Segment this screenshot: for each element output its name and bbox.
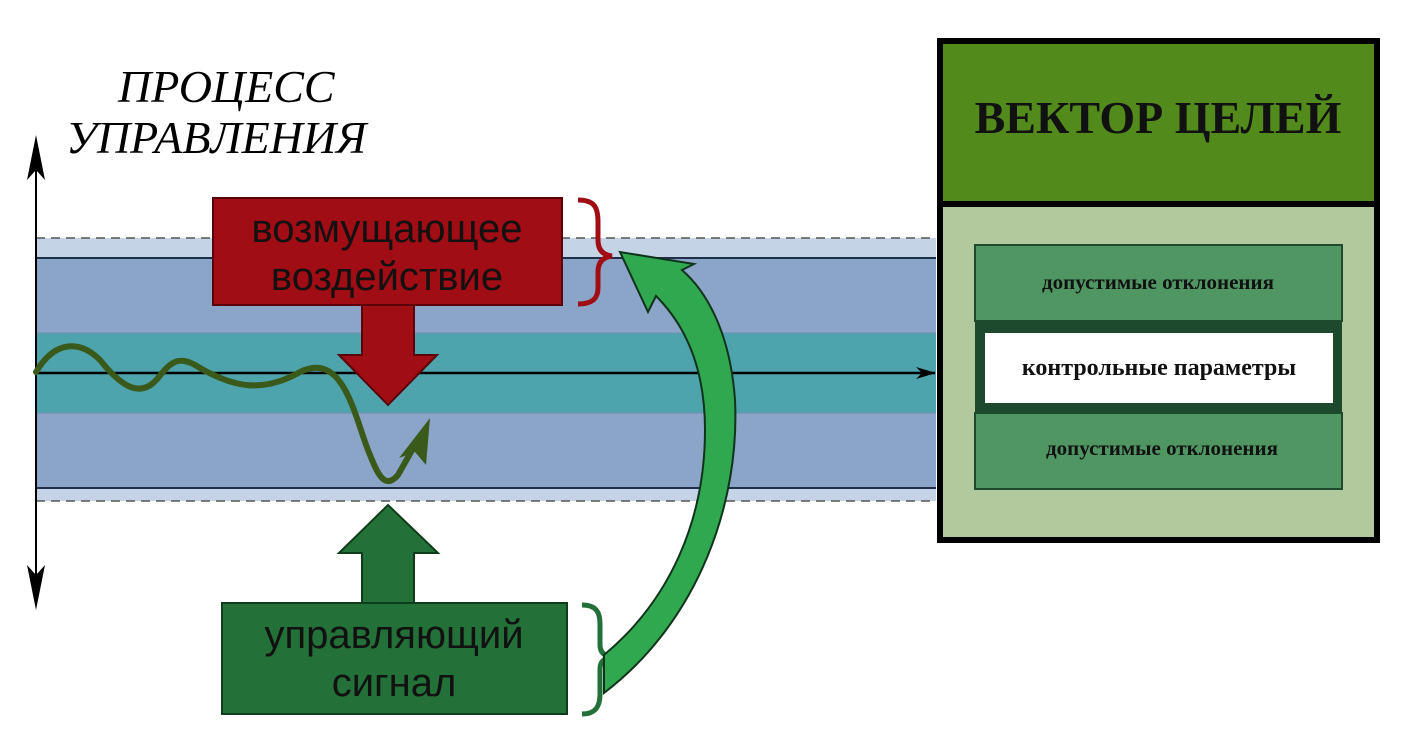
upper-deviation-label: допустимые отклонения [1042,270,1274,294]
goal-vector-panel: ВЕКТОР ЦЕЛЕЙ допустимые отклонения контр… [937,38,1380,543]
trajectory-arrowhead [399,418,430,465]
feedback-arrow [603,250,737,696]
lower-deviation-box [974,412,1343,490]
control-signal-box [221,602,568,715]
lower-deviation-label: допустимые отклонения [1046,436,1278,460]
disturbance-label-line2: воздействие [271,255,503,299]
goal-vector-title: ВЕКТОР ЦЕЛЕЙ [975,92,1342,143]
control-signal-up-arrow [336,503,441,605]
disturbance-down-arrow [336,304,440,407]
upper-deviation-box [974,244,1343,322]
control-signal-label-line1: управляющий [264,613,523,657]
disturbance-brace [577,197,613,307]
axis-down-arrowhead [27,565,45,610]
goal-vector-header [943,44,1374,201]
process-trajectory [33,343,418,484]
axis-up-arrowhead [27,135,45,180]
control-parameters-box [985,333,1333,403]
control-parameters-label: контрольные параметры [1022,355,1296,381]
disturbance-box [212,197,563,306]
process-title-line1: ПРОЦЕСС [117,61,336,112]
disturbance-label-line1: возмущающее [252,207,523,251]
process-title-line2: УПРАВЛЕНИЯ [66,112,369,163]
outer-tolerance-light-bottom [36,488,936,501]
control-signal-label-line2: сигнал [332,661,457,705]
